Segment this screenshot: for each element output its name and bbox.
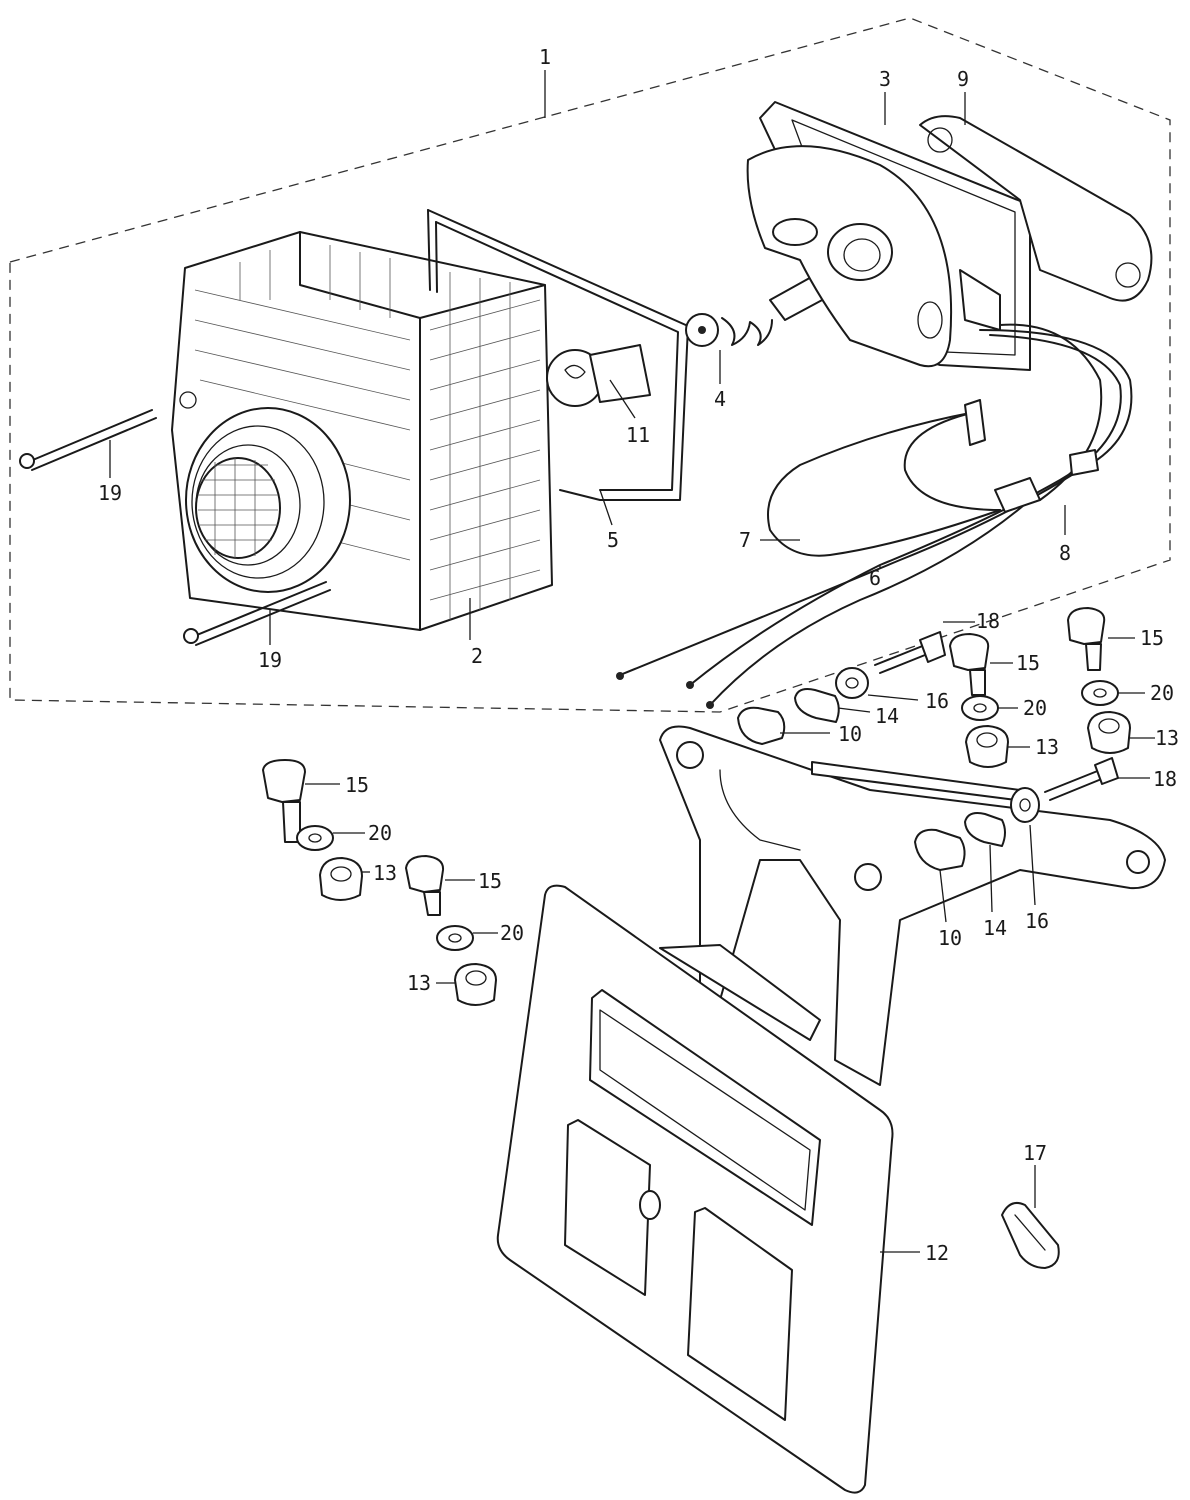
label-18-upper: 18: [976, 609, 1000, 633]
label-10-lower: 10: [938, 926, 962, 950]
bulb-cap-17: [1001, 1202, 1060, 1269]
license-plate: [496, 884, 894, 1494]
label-18-lower: 18: [1153, 767, 1177, 791]
label-10-upper: 10: [838, 722, 862, 746]
label-19-upper: 19: [98, 481, 122, 505]
label-13-left-b: 13: [407, 971, 431, 995]
label-14-upper: 14: [875, 704, 899, 728]
lamp-base-plate: [746, 101, 1031, 371]
assembly-boundary: [9, 17, 1171, 713]
label-1: 1: [539, 45, 551, 69]
lens-gasket: [427, 209, 689, 501]
label-16-lower: 16: [1025, 909, 1049, 933]
label-16-upper: 16: [925, 689, 949, 713]
label-20-right-a: 20: [1023, 696, 1047, 720]
label-8: 8: [1059, 541, 1071, 565]
label-17: 17: [1023, 1141, 1047, 1165]
wiring-harness: [616, 323, 1133, 709]
label-13-right-a: 13: [1035, 735, 1059, 759]
label-12: 12: [925, 1241, 949, 1265]
callout-labels: 1 2 3 4 5 6 7 8 9 10 10 11 12 13 13 13 1…: [98, 45, 1179, 1265]
collars-and-spacers: [737, 631, 1119, 871]
grommet-13-b: [454, 963, 497, 1006]
label-13-left-a: 13: [373, 861, 397, 885]
label-15-left-mid: 15: [478, 869, 502, 893]
label-14-lower: 14: [983, 916, 1007, 940]
label-15-left-top: 15: [345, 773, 369, 797]
leader-lines: [109, 70, 1155, 1253]
bolt-15-right-a: [949, 633, 990, 696]
grommets-13: [319, 711, 1131, 1006]
label-20-right-b: 20: [1150, 681, 1174, 705]
bolts-15: [262, 607, 1106, 916]
bulb: [546, 344, 651, 407]
bolt-15-left-mid: [405, 855, 445, 916]
label-2: 2: [471, 644, 483, 668]
bolt-15-right-b: [1067, 607, 1106, 671]
tail-lamp-lens: [171, 231, 553, 631]
label-4: 4: [714, 387, 726, 411]
label-15-right-b: 15: [1140, 626, 1164, 650]
grommet-13-d: [1087, 711, 1131, 754]
washers-20: [296, 680, 1119, 951]
mounting-gasket: [919, 115, 1153, 302]
label-11: 11: [626, 423, 650, 447]
grommet-13-a: [319, 857, 363, 901]
label-6: 6: [869, 566, 881, 590]
label-20-left-a: 20: [368, 821, 392, 845]
label-3: 3: [879, 67, 891, 91]
label-13-right-b: 13: [1155, 726, 1179, 750]
label-9: 9: [957, 67, 969, 91]
bolt-15-left-top: [262, 759, 306, 843]
label-5: 5: [607, 528, 619, 552]
label-7: 7: [739, 528, 751, 552]
grommet-13-c: [965, 725, 1009, 768]
label-19-lower: 19: [258, 648, 282, 672]
label-20-left-b: 20: [500, 921, 524, 945]
lens-screws: [19, 409, 331, 646]
label-15-right-a: 15: [1016, 651, 1040, 675]
